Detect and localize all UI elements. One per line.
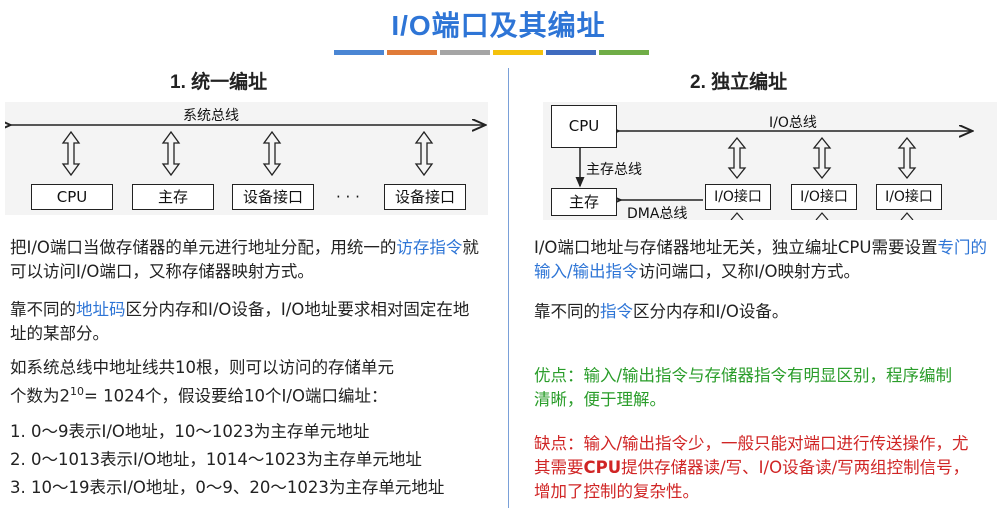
accent-bar xyxy=(440,50,490,55)
main-memory-box: 主存 xyxy=(551,188,617,216)
unified-diagram-lines xyxy=(5,102,488,177)
text: 靠不同的 xyxy=(10,300,76,319)
text: 就可以访问I/O端口，又称存储器映射方式。 xyxy=(10,238,479,281)
ellipsis: · · · xyxy=(336,188,360,206)
device-interface-box: 设备接口 xyxy=(232,184,314,210)
cpu-box: CPU xyxy=(31,184,113,210)
accent-bar xyxy=(546,50,596,55)
unified-paragraph-2: 靠不同的地址码区分内存和I/O设备，I/O地址要求相对固定在地址的某部分。 xyxy=(10,298,480,346)
advantages-text: 优点：输入/输出指令与存储器指令有明显区别，程序编制清晰，便于理解。 xyxy=(534,366,953,409)
unified-paragraph-3: 如系统总线中地址线共10根，则可以访问的存储单元 个数为210= 1024个，假… xyxy=(10,356,490,409)
io-interface-box: I/O接口 xyxy=(791,184,857,210)
text: 缺点：输入/输出指令少，一般只能对端口进行传送操作，尤其需要 xyxy=(534,434,969,477)
independent-paragraph-1: I/O端口地址与存储器地址无关，独立编址CPU需要设置专门的输入/输出指令访问端… xyxy=(534,236,996,284)
device-interface-box: 设备接口 xyxy=(384,184,466,210)
text: I/O端口地址与存储器地址无关，独立编址CPU需要设置 xyxy=(534,238,938,257)
highlight-text: 指令 xyxy=(600,302,633,321)
text: 靠不同的 xyxy=(534,302,600,321)
cpu-box: CPU xyxy=(551,105,617,148)
highlight-text: CPU xyxy=(583,458,622,477)
io-bus-label: I/O总线 xyxy=(769,115,817,131)
text-line: 个数为210= 1024个，假设要给10个I/O端口编址： xyxy=(10,380,490,409)
text: 区分内存和I/O设备，I/O地址要求相对固定在地址的某部分。 xyxy=(10,300,470,343)
independent-diagram-lines xyxy=(575,102,997,220)
accent-bar xyxy=(599,50,649,55)
text: = 1024个，假设要给10个I/O端口编址： xyxy=(84,386,388,406)
independent-diagram: CPU I/O总线 主存总线 主存 DMA总线 I/O接口 I/O接口 I/O接… xyxy=(543,102,997,222)
page-title: I/O端口及其编址 xyxy=(391,10,606,41)
accent-bar xyxy=(334,50,384,55)
io-interface-box: I/O接口 xyxy=(705,184,771,210)
dma-bus-label: DMA总线 xyxy=(627,206,688,222)
system-bus-label: 系统总线 xyxy=(183,108,239,124)
highlight-text: 地址码 xyxy=(76,300,126,319)
text: 区分内存和I/O设备。 xyxy=(633,302,789,321)
text: 如系统总线中地址线共10根，则可以访问的存储单元 xyxy=(10,358,394,377)
text: 把I/O端口当做存储器的单元进行地址分配，用统一的 xyxy=(10,238,397,257)
list-item: 1. 0～9表示I/O地址，10～1023为主存单元地址 xyxy=(10,422,370,441)
text: 个数为2 xyxy=(10,386,70,406)
accent-bar xyxy=(493,50,543,55)
section-heading-independent: 2. 独立编址 xyxy=(690,72,788,93)
list-item: 2. 0～1013表示I/O地址，1014～1023为主存单元地址 xyxy=(10,450,422,469)
disadvantages-text: 缺点：输入/输出指令少，一般只能对端口进行传送操作，尤其需要CPU提供存储器读/… xyxy=(534,432,974,504)
text: 访问端口，又称I/O映射方式。 xyxy=(638,262,860,281)
independent-paragraph-2: 靠不同的指令区分内存和I/O设备。 xyxy=(534,300,996,324)
highlight-text: 专门的输入/输出指令 xyxy=(534,238,987,281)
address-options-list: 1. 0～9表示I/O地址，10～1023为主存单元地址 2. 0～1013表示… xyxy=(10,418,500,502)
exponent: 10 xyxy=(70,385,84,398)
highlight-text: 访存指令 xyxy=(396,238,463,257)
list-item: 3. 10～19表示I/O地址，0～9、20～1023为主存单元地址 xyxy=(10,478,445,497)
memory-bus-label: 主存总线 xyxy=(586,162,642,178)
section-heading-unified: 1. 统一编址 xyxy=(170,72,268,93)
column-divider xyxy=(508,68,509,508)
text: 提供存储器读/写、I/O设备读/写两组控制信号，增加了控制的复杂性。 xyxy=(534,458,970,501)
io-interface-box: I/O接口 xyxy=(876,184,942,210)
accent-bar xyxy=(387,50,437,55)
unified-paragraph-1: 把I/O端口当做存储器的单元进行地址分配，用统一的访存指令就可以访问I/O端口，… xyxy=(10,236,480,284)
unified-diagram: 系统总线 CPU 主存 设备接口 · · · 设备接口 xyxy=(5,102,488,215)
main-memory-box: 主存 xyxy=(132,184,214,210)
